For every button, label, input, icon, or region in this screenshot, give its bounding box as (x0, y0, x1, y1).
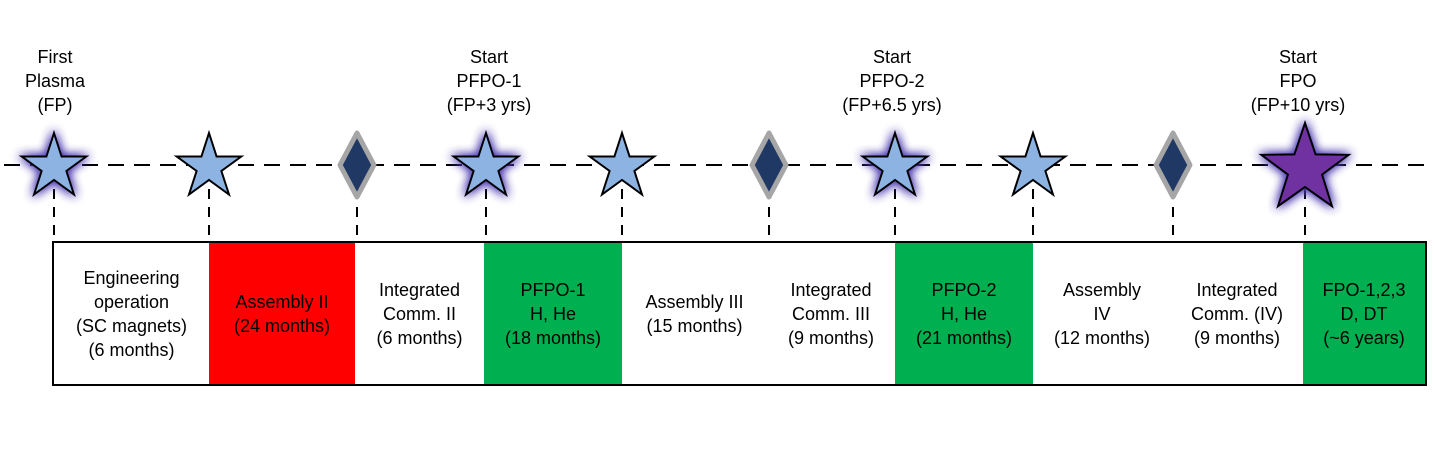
fpo-star-icon (1258, 119, 1352, 209)
milestone-label-start-pfpo-1: Start PFPO-1 (FP+3 yrs) (409, 45, 569, 117)
phase-assembly-iii: Assembly III (15 months) (622, 241, 769, 386)
phase-assembly-ii: Assembly II (24 months) (209, 241, 357, 386)
phase-line: (~6 years) (1323, 327, 1405, 348)
phase-integrated-comm-iv: Integrated Comm. (IV) (9 months) (1171, 241, 1305, 386)
phase-line: (6 months) (376, 327, 463, 348)
phase-line: (9 months) (1193, 327, 1281, 348)
milestone-label-first-plasma: First Plasma (FP) (0, 45, 135, 117)
phase-line: PFPO-2 (931, 279, 997, 300)
phase-integrated-comm-iii: Integrated Comm. III (9 months) (767, 241, 897, 386)
phase-line: Assembly (1062, 279, 1141, 300)
phase-line: Assembly III (645, 291, 744, 312)
phase-line: (6 months) (88, 339, 175, 360)
phase-line: IV (1093, 303, 1111, 324)
star-marker-icon (173, 129, 245, 198)
milestone-line: First (37, 47, 73, 67)
phase-line: operation (93, 291, 170, 312)
milestone-line: (FP) (37, 95, 73, 115)
phase-line: Integrated (790, 279, 872, 300)
phase-line: (12 months) (1053, 327, 1151, 348)
phase-line: Comm. II (382, 303, 456, 324)
phase-line: Comm. (IV) (1191, 303, 1283, 324)
phase-line: (SC magnets) (75, 315, 188, 336)
star-marker-icon (586, 129, 658, 198)
milestone-line: FPO (1279, 71, 1317, 91)
milestone-line: Plasma (24, 71, 86, 91)
milestone-label-start-fpo: Start FPO (FP+10 yrs) (1218, 45, 1378, 117)
phase-line: Comm. III (791, 303, 870, 324)
phase-line: (21 months) (915, 327, 1013, 348)
milestone-line: Start (469, 47, 508, 67)
milestone-line: PFPO-1 (456, 71, 522, 91)
phase-line: D, DT (1340, 303, 1388, 324)
phase-line: Integrated (1196, 279, 1278, 300)
phase-pfpo-2: PFPO-2 H, He (21 months) (895, 241, 1035, 386)
milestone-label-start-pfpo-2: Start PFPO-2 (FP+6.5 yrs) (812, 45, 972, 117)
phase-line: (24 months) (233, 315, 331, 336)
diamond-marker-icon (749, 130, 789, 200)
phase-line: Integrated (378, 279, 461, 300)
phase-line: (15 months) (646, 315, 743, 336)
star-marker-icon (18, 129, 90, 198)
star-marker-icon (997, 129, 1069, 198)
milestone-line: (FP+6.5 yrs) (842, 95, 942, 115)
milestone-line: Start (872, 47, 911, 67)
phase-fpo: FPO-1,2,3 D, DT (~6 years) (1303, 241, 1427, 386)
phase-line: Assembly II (235, 291, 329, 312)
milestone-line: (FP+3 yrs) (446, 95, 532, 115)
phase-pfpo-1: PFPO-1 H, He (18 months) (484, 241, 624, 386)
phase-line: Engineering (83, 267, 180, 288)
diamond-marker-icon (337, 130, 377, 200)
phase-line: PFPO-1 (520, 279, 586, 300)
milestone-line: (FP+10 yrs) (1250, 95, 1346, 115)
milestone-line: PFPO-2 (859, 71, 925, 91)
phase-line: H, He (940, 303, 987, 324)
phase-line: (18 months) (504, 327, 602, 348)
phase-line: FPO-1,2,3 (1322, 279, 1406, 300)
star-marker-icon (859, 129, 931, 198)
phase-engineering-operation: Engineering operation (SC magnets) (6 mo… (52, 241, 211, 386)
milestone-line: Start (1278, 47, 1317, 67)
phase-line: H, He (529, 303, 576, 324)
star-marker-icon (450, 129, 522, 198)
phase-line: (9 months) (787, 327, 875, 348)
diamond-marker-icon (1153, 130, 1193, 200)
phase-assembly-iv: Assembly IV (12 months) (1033, 241, 1173, 386)
phase-integrated-comm-ii: Integrated Comm. II (6 months) (355, 241, 486, 386)
